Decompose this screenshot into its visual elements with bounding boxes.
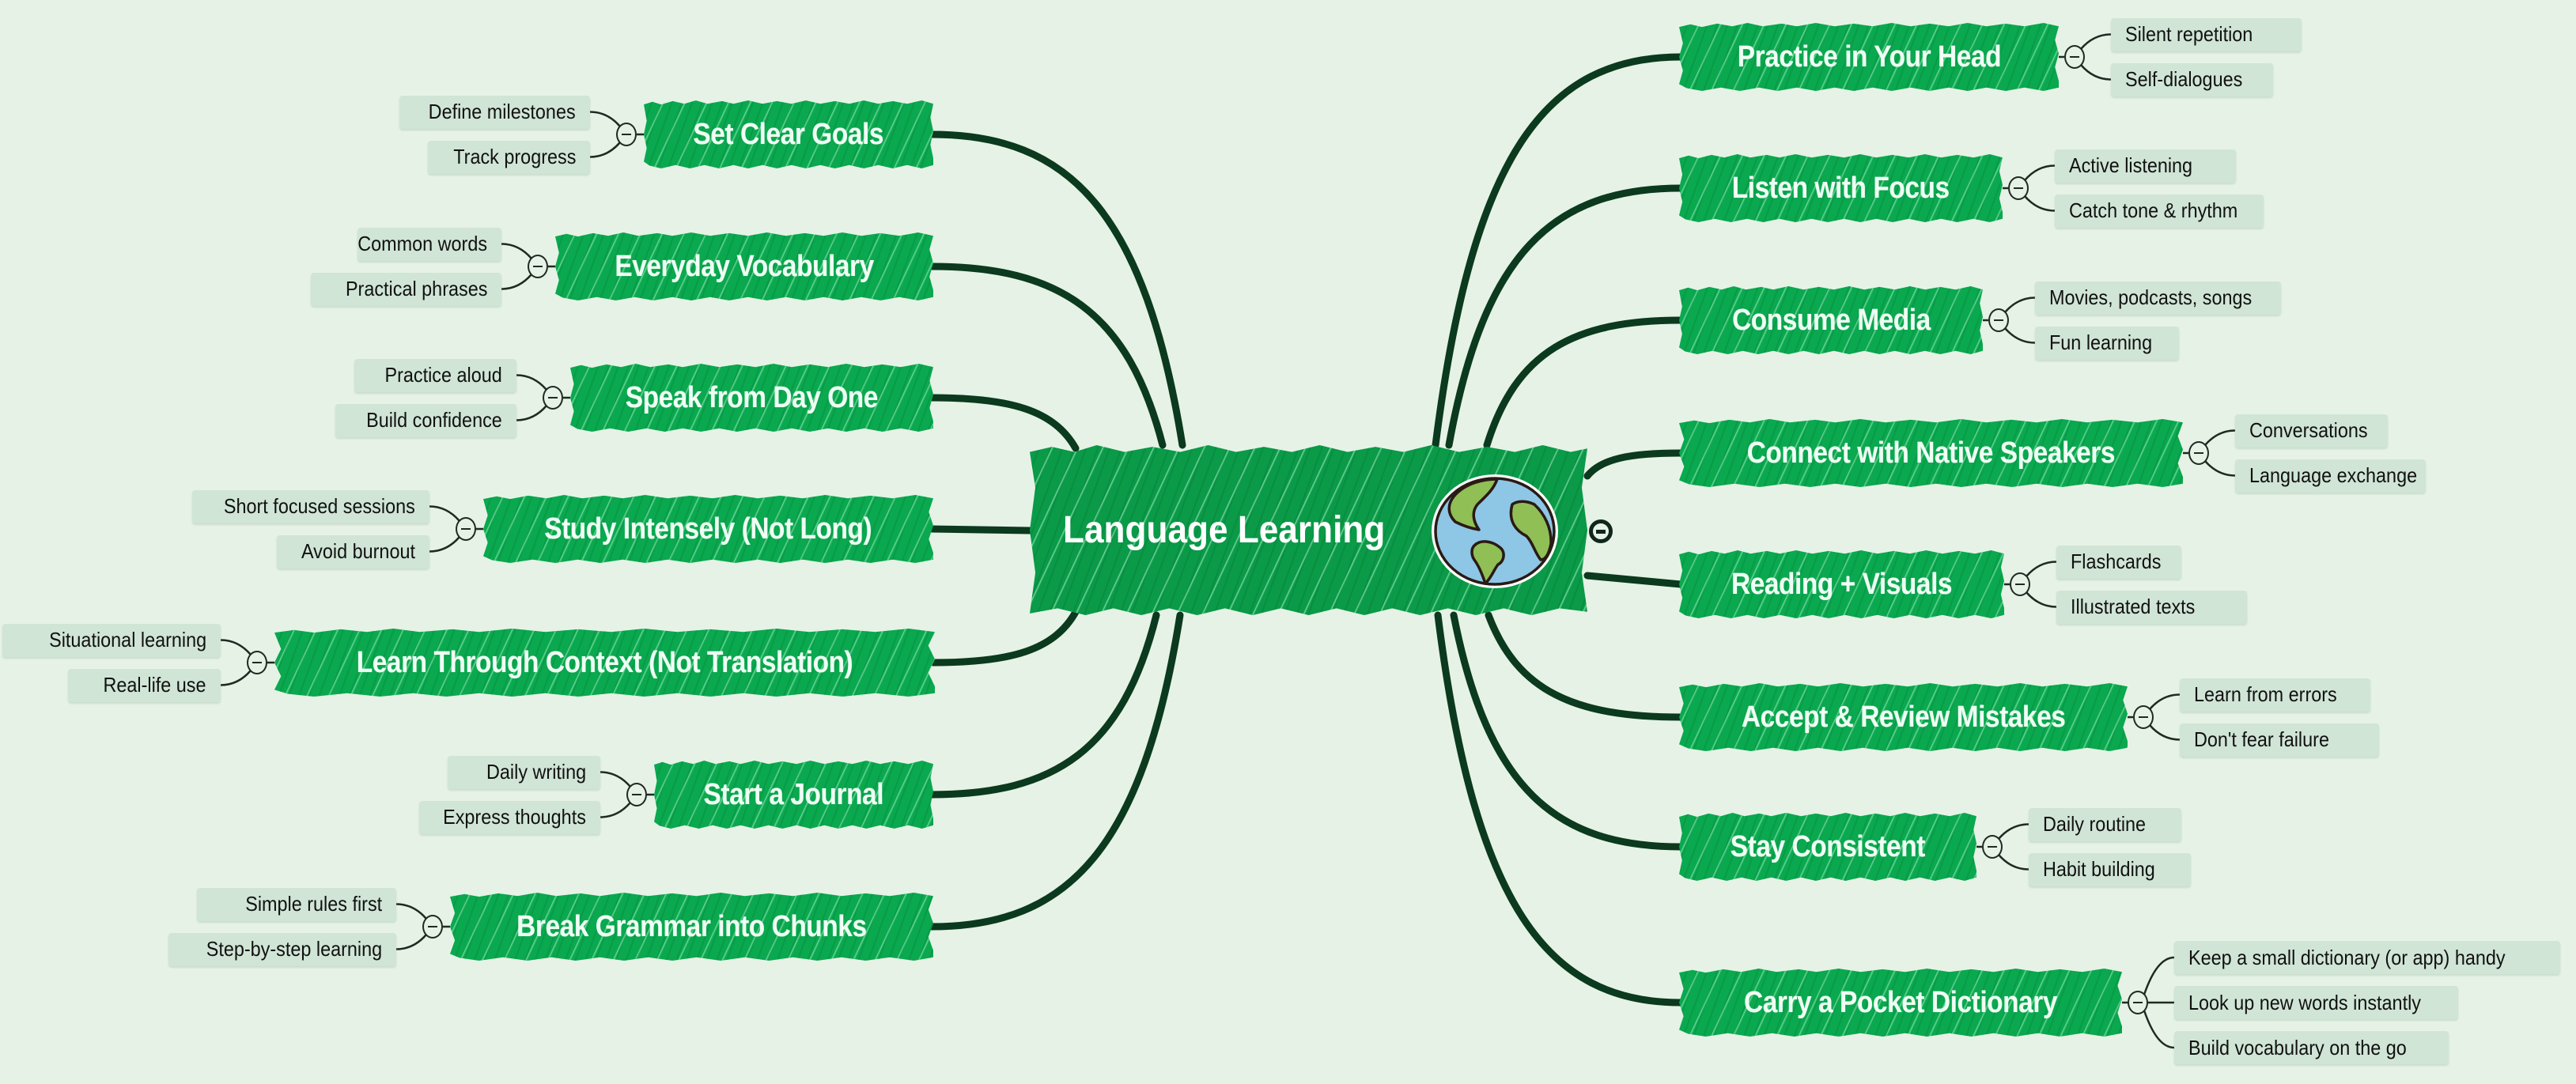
subtopic-define-milestones[interactable]: Define milestones	[399, 95, 590, 129]
collapse-toggle-icon[interactable]	[2128, 991, 2148, 1014]
topic-set-clear-goals[interactable]: Set Clear Goals	[644, 100, 933, 168]
collapse-toggle-icon[interactable]	[1988, 308, 2009, 332]
collapse-toggle-icon[interactable]	[543, 386, 563, 410]
subtopic-track-progress[interactable]: Track progress	[428, 140, 590, 174]
topic-connect-with-native-speakers[interactable]: Connect with Native Speakers	[1679, 419, 2183, 487]
subtopic-look-up-new-words[interactable]: Look up new words instantly	[2174, 986, 2458, 1019]
subtopic-practical-phrases[interactable]: Practical phrases	[311, 272, 501, 306]
subtopic-simple-rules-first[interactable]: Simple rules first	[197, 887, 396, 921]
collapse-toggle-icon[interactable]	[616, 123, 637, 146]
central-topic-label: Language Learning	[1063, 509, 1386, 551]
collapse-toggle-icon[interactable]	[2010, 572, 2030, 596]
topic-speak-from-day-one[interactable]: Speak from Day One	[570, 364, 933, 432]
subtopic-flashcards[interactable]: Flashcards	[2056, 545, 2181, 579]
subtopic-active-listening[interactable]: Active listening	[2055, 149, 2236, 183]
central-topic[interactable]: Language Learning	[1030, 445, 1587, 615]
subtopic-situational-learning[interactable]: Situational learning	[2, 623, 221, 657]
collapse-toggle-icon[interactable]	[626, 783, 647, 806]
collapse-toggle-icon[interactable]	[1982, 835, 2003, 859]
collapse-toggle-icon[interactable]	[2008, 176, 2029, 200]
subtopic-fun-learning[interactable]: Fun learning	[2035, 326, 2179, 360]
topic-carry-a-pocket-dictionary[interactable]: Carry a Pocket Dictionary	[1679, 969, 2122, 1037]
subtopic-illustrated-texts[interactable]: Illustrated texts	[2056, 590, 2247, 624]
subtopic-real-life-use[interactable]: Real-life use	[68, 668, 221, 702]
subtopic-conversations[interactable]: Conversations	[2235, 414, 2388, 448]
subtopic-self-dialogues[interactable]: Self-dialogues	[2111, 62, 2273, 96]
subtopic-express-thoughts[interactable]: Express thoughts	[419, 800, 600, 834]
topic-break-grammar-into-chunks[interactable]: Break Grammar into Chunks	[450, 893, 933, 961]
subtopic-daily-routine[interactable]: Daily routine	[2029, 807, 2181, 841]
topic-learn-through-context[interactable]: Learn Through Context (Not Translation)	[274, 629, 935, 697]
topic-stay-consistent[interactable]: Stay Consistent	[1679, 813, 1976, 881]
topic-reading-visuals[interactable]: Reading + Visuals	[1679, 550, 2004, 618]
topic-accept-review-mistakes[interactable]: Accept & Review Mistakes	[1679, 683, 2128, 751]
subtopic-practice-aloud[interactable]: Practice aloud	[354, 358, 516, 392]
subtopic-habit-building[interactable]: Habit building	[2029, 852, 2191, 886]
collapse-toggle-icon[interactable]	[456, 517, 476, 541]
subtopic-build-confidence[interactable]: Build confidence	[335, 403, 516, 437]
collapse-toggle-icon[interactable]	[2133, 705, 2154, 729]
collapse-toggle-icon[interactable]	[1589, 519, 1613, 543]
collapse-toggle-icon[interactable]	[247, 651, 267, 674]
subtopic-learn-from-errors[interactable]: Learn from errors	[2180, 678, 2370, 712]
subtopic-dont-fear-failure[interactable]: Don't fear failure	[2180, 723, 2379, 757]
subtopic-keep-small-dictionary[interactable]: Keep a small dictionary (or app) handy	[2174, 941, 2560, 974]
topic-listen-with-focus[interactable]: Listen with Focus	[1679, 154, 2003, 222]
subtopic-movies-podcasts-songs[interactable]: Movies, podcasts, songs	[2035, 281, 2281, 315]
collapse-toggle-icon[interactable]	[2188, 441, 2209, 465]
topic-consume-media[interactable]: Consume Media	[1679, 286, 1983, 354]
subtopic-build-vocabulary-on-the-go[interactable]: Build vocabulary on the go	[2174, 1031, 2449, 1064]
subtopic-catch-tone-rhythm[interactable]: Catch tone & rhythm	[2055, 194, 2264, 228]
subtopic-step-by-step-learning[interactable]: Step-by-step learning	[168, 932, 396, 966]
collapse-toggle-icon[interactable]	[528, 255, 548, 278]
subtopic-common-words[interactable]: Common words	[357, 227, 501, 261]
globe-icon	[1432, 474, 1558, 588]
topic-start-a-journal[interactable]: Start a Journal	[654, 761, 933, 829]
topic-study-intensely[interactable]: Study Intensely (Not Long)	[483, 495, 933, 563]
subtopic-short-focused-sessions[interactable]: Short focused sessions	[192, 489, 429, 523]
subtopic-avoid-burnout[interactable]: Avoid burnout	[277, 534, 429, 568]
collapse-toggle-icon[interactable]	[2064, 45, 2085, 69]
topic-practice-in-your-head[interactable]: Practice in Your Head	[1679, 23, 2059, 91]
topic-everyday-vocabulary[interactable]: Everyday Vocabulary	[555, 232, 933, 300]
subtopic-silent-repetition[interactable]: Silent repetition	[2111, 17, 2302, 51]
subtopic-daily-writing[interactable]: Daily writing	[448, 755, 600, 789]
collapse-toggle-icon[interactable]	[422, 915, 443, 939]
subtopic-language-exchange[interactable]: Language exchange	[2235, 459, 2426, 493]
